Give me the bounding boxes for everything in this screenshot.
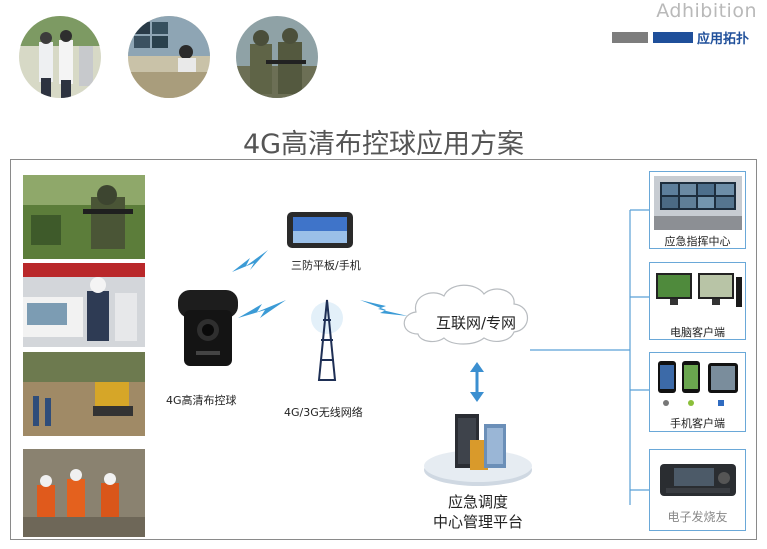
rescue-workers-photo [23,449,145,537]
ptz-camera-icon [178,290,238,366]
tablet-label: 三防平板/手机 [291,259,361,272]
cell-tower-icon [311,299,343,381]
header-word: Adhibition [656,0,757,22]
signal-bolt-icon [360,300,408,316]
mobile-client-box: 手机客户端 [649,352,746,432]
diagram-frame [10,159,757,540]
platform-label-line1: 应急调度 [447,493,508,511]
mobile-client-label: 手机客户端 [670,417,725,430]
double-arrow-icon [470,362,484,402]
watermark-box: 电子发烧友 [649,449,746,531]
server-platform-icon [424,414,532,486]
header-bar-gray [612,32,648,43]
pc-client-label: 电脑客户端 [670,326,725,339]
soldier-photo [23,175,145,259]
tablet-icon [287,212,353,248]
command-center-image [654,176,742,230]
camera-label: 4G高清布控球 [166,394,237,407]
command-center-box: 应急指挥中心 [649,171,746,249]
cloud-label: 互联网/专网 [436,314,517,332]
police-photo-circle [19,16,101,98]
pc-client-image [656,273,742,307]
platform-label-line2: 中心管理平台 [432,513,523,531]
soldiers-photo-circle [236,16,318,98]
signal-bolt-icon [238,300,286,318]
cloud-icon [403,284,529,345]
header-title: 应用拓扑 [697,32,750,47]
command-center-label: 应急指挥中心 [664,235,731,248]
main-title: 4G高清布控球应用方案 [242,129,525,160]
console-device-image [660,464,736,496]
platform-label: 应急调度 中心管理平台 [420,492,536,532]
signal-bolt-icon [232,250,268,272]
header-bar-blue [653,32,693,43]
pc-client-box: 电脑客户端 [649,262,746,340]
rescue-excavator-photo [23,352,145,436]
mobile-client-image [658,361,738,406]
traffic-police-photo [23,263,145,347]
tower-label: 4G/3G无线网络 [284,406,363,419]
watermark-label: 电子发烧友 [667,510,728,524]
